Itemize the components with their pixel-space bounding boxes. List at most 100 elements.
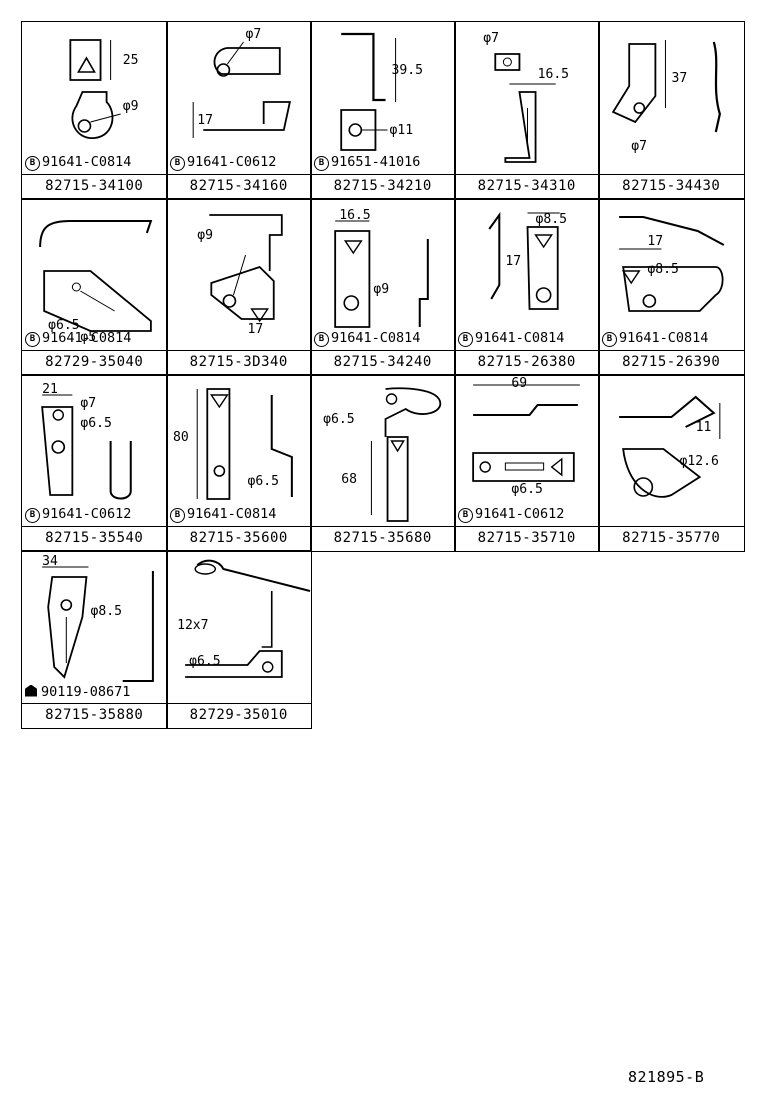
part-number: 82715-35770 (599, 525, 744, 551)
bolt-number: 91651-41016 (331, 153, 421, 170)
dimension-label: φ9 (373, 282, 389, 297)
dimension-label: φ6.5 (80, 416, 111, 431)
bracket-drawing: φ7 16.5 (455, 22, 599, 175)
screw-icon (25, 684, 37, 697)
dimension-label: φ6.5 (248, 474, 280, 489)
bolt-number: 91641-C0612 (475, 505, 565, 522)
dimension-label: φ6.5 (323, 412, 355, 427)
dimension-label: φ7 (246, 27, 262, 42)
part-number: 82729-35040 (22, 349, 167, 375)
part-number: 82715-34430 (599, 173, 744, 199)
bracket-sketch: 80 φ6.5 (173, 388, 293, 500)
part-cell: 12x7 φ6.5 82729-35010 (166, 550, 312, 729)
bolt-b-icon: B (25, 507, 40, 523)
bolt-b-icon: B (170, 155, 185, 171)
dimension-label: 11 (696, 420, 712, 435)
bracket-sketch: 11 φ12.6 (619, 395, 721, 498)
part-number: 82715-35540 (22, 525, 167, 551)
dimension-label: 25 (123, 53, 139, 68)
dimension-label: φ8.5 (90, 604, 121, 619)
bracket-drawing: 16.5 φ9 (311, 199, 455, 352)
bolt-number: 91641-C0612 (187, 153, 277, 170)
dimension-label: φ5 (80, 330, 96, 345)
bracket-sketch: φ7 16.5 (483, 31, 570, 163)
dimension-label: φ8.5 (647, 262, 678, 277)
bracket-drawing: 39.5 φ11 (311, 22, 455, 175)
dimension-label: 16.5 (538, 67, 570, 82)
part-number: 82715-34210 (311, 173, 455, 199)
dimension-label: 17 (647, 234, 663, 249)
bolt-callout: 90119-08671 (25, 684, 130, 700)
bracket-sketch: 16.5 φ9 (334, 208, 429, 328)
dimension-label: φ7 (631, 139, 647, 154)
part-cell: φ7 16.5 82715-34310 (454, 21, 600, 200)
bracket-drawing: 80 φ6.5 (167, 375, 311, 528)
bolt-number: 91641-C0612 (42, 505, 132, 522)
bracket-sketch: 39.5 φ11 (340, 32, 424, 151)
dimension-label: φ6.5 (48, 318, 79, 333)
bolt-b-icon: B (314, 155, 329, 171)
dimension-label: 37 (672, 71, 688, 86)
dimension-label: 68 (341, 472, 357, 487)
dimension-label: φ8.5 (536, 212, 568, 227)
dimension-label: 80 (173, 430, 189, 445)
part-cell: 37 φ7 82715-34430 (598, 21, 745, 200)
part-number: 82715-34100 (22, 173, 167, 199)
bolt-number: 91641-C0814 (331, 329, 421, 346)
part-number: 82715-26380 (455, 349, 599, 375)
part-number: 82715-35600 (167, 525, 311, 551)
bolt-number: 91641-C0814 (42, 153, 132, 170)
part-number: 82715-3D340 (167, 349, 311, 375)
dimension-label: 21 (42, 382, 58, 397)
part-number: 82715-26390 (599, 349, 744, 375)
bolt-number: 91641-C0814 (475, 329, 565, 346)
bracket-sketch: 37 φ7 (611, 40, 721, 154)
dimension-label: 39.5 (392, 63, 424, 78)
bolt-b-icon: B (170, 507, 185, 523)
dimension-label: 16.5 (339, 208, 371, 223)
part-number: 82715-34160 (167, 173, 311, 199)
part-number: 82715-34310 (455, 173, 599, 199)
bolt-b-icon: B (25, 331, 40, 347)
part-number: 82715-35880 (22, 702, 167, 728)
bolt-b-icon: B (25, 155, 40, 171)
dimension-label: φ6.5 (189, 654, 221, 669)
bracket-sketch: 12x7 φ6.5 (177, 559, 311, 678)
dimension-label: φ12.6 (680, 454, 719, 469)
bracket-drawing: 17 φ8.5 (599, 199, 744, 352)
dimension-label: φ7 (483, 31, 499, 46)
bracket-drawing: 11 φ12.6 (599, 375, 744, 528)
part-number: 82729-35010 (167, 702, 311, 728)
bolt-number: 91641-C0814 (187, 505, 277, 522)
dimension-label: 12x7 (177, 618, 209, 633)
dimension-label: φ11 (390, 123, 414, 138)
